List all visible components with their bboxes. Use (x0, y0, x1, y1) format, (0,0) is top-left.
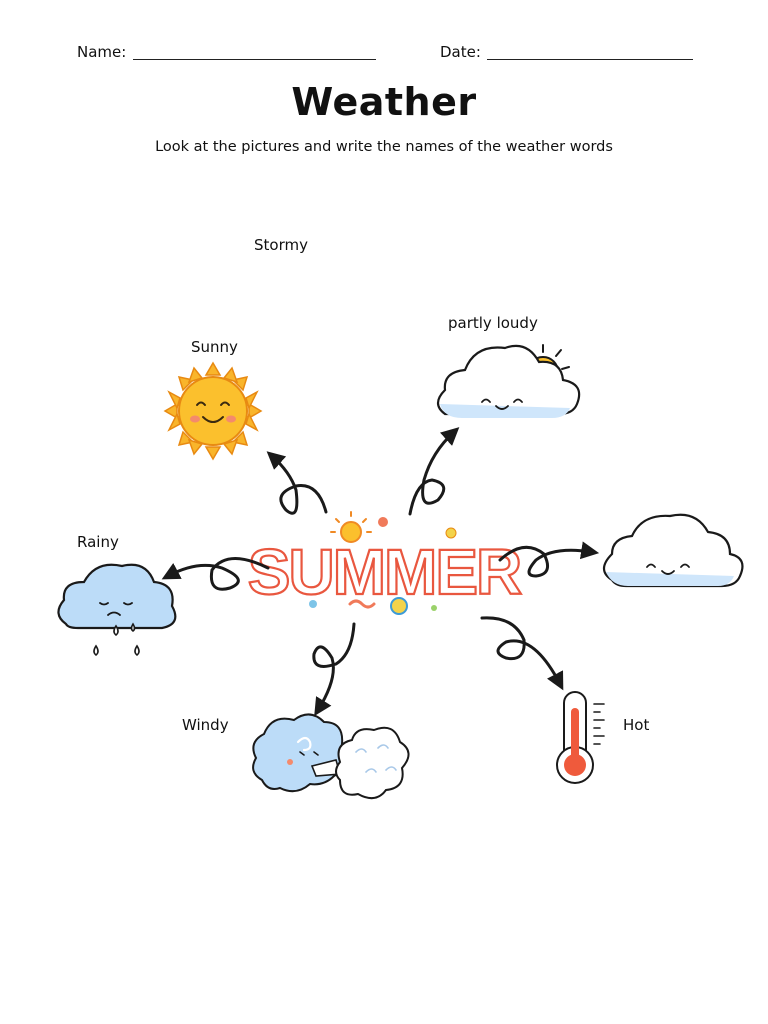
summer-emblem: SUMMER (247, 511, 524, 615)
date-label: Date: (440, 43, 481, 61)
arrow-to-windy (312, 622, 356, 717)
word-hot: Hot (623, 716, 650, 734)
partly-cloudy-icon (436, 344, 581, 418)
word-stormy: Stormy (254, 236, 308, 254)
arrows (161, 427, 600, 717)
sun-icon (163, 361, 263, 461)
page-title: Weather (291, 80, 477, 124)
arrow-to-sunny (266, 451, 328, 515)
instructions-text: Look at the pictures and write the names… (155, 139, 613, 155)
summer-text: SUMMER (248, 536, 521, 608)
name-label: Name: (77, 43, 127, 61)
word-rainy: Rainy (77, 533, 119, 551)
rain-cloud-icon (57, 563, 177, 657)
word-partly-cloudy: partly loudy (448, 314, 538, 332)
windy-cloud-icon (252, 713, 410, 800)
arrow-to-cloud (498, 541, 600, 578)
name-line[interactable] (133, 59, 376, 60)
date-line[interactable] (487, 59, 693, 60)
arrow-to-hot (480, 616, 564, 691)
word-windy: Windy (182, 716, 229, 734)
arrow-to-rainy (161, 557, 270, 591)
thermometer-icon (556, 691, 605, 784)
word-sunny: Sunny (191, 338, 238, 356)
cloud-icon (602, 513, 744, 588)
arrow-to-partly-cloudy (408, 427, 460, 516)
